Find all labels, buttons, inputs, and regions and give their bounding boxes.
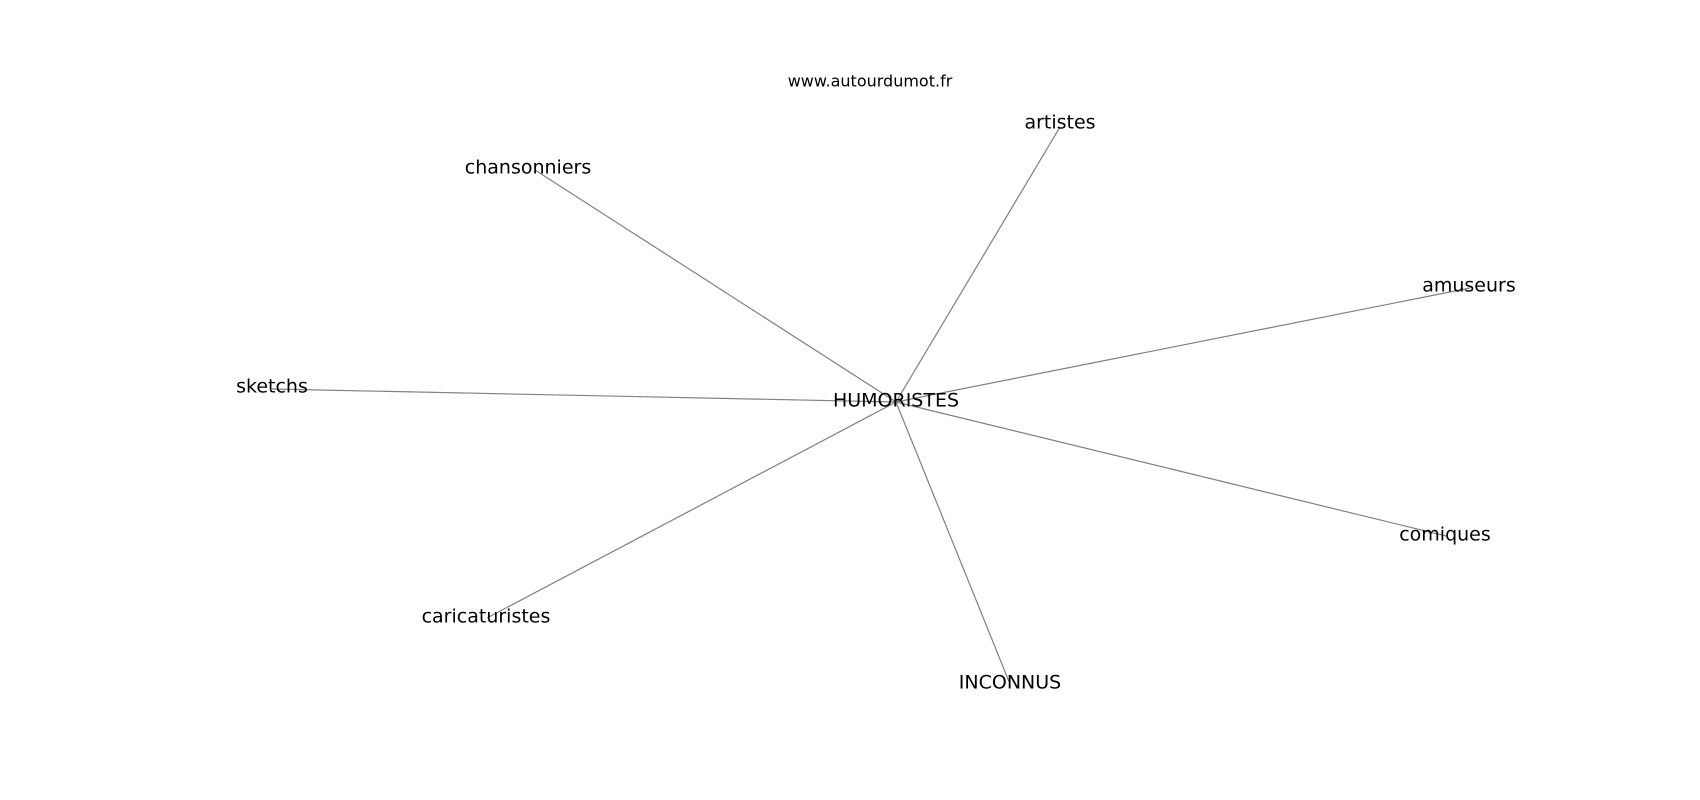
edge-artistes xyxy=(895,126,1061,403)
edge-sketchs xyxy=(271,388,897,403)
watermark-text: www.autourdumot.fr xyxy=(788,72,953,91)
node-artistes[interactable]: artistes xyxy=(1024,112,1095,134)
edges xyxy=(271,126,1471,685)
labels: www.autourdumot.fr HUMORISTES artistes c… xyxy=(236,72,1516,694)
node-center-humoristes[interactable]: HUMORISTES xyxy=(833,390,959,412)
node-sketchs[interactable]: sketchs xyxy=(236,376,308,398)
node-caricaturistes[interactable]: caricaturistes xyxy=(422,606,551,628)
edge-chansonniers xyxy=(534,169,897,403)
node-amuseurs[interactable]: amuseurs xyxy=(1422,275,1516,297)
edge-amuseurs xyxy=(895,287,1471,403)
edge-caricaturistes xyxy=(486,401,897,619)
edge-inconnus xyxy=(895,401,1011,685)
edge-comiques xyxy=(895,401,1447,537)
node-inconnus[interactable]: INCONNUS xyxy=(959,672,1061,694)
node-chansonniers[interactable]: chansonniers xyxy=(465,157,591,179)
node-comiques[interactable]: comiques xyxy=(1399,524,1491,546)
